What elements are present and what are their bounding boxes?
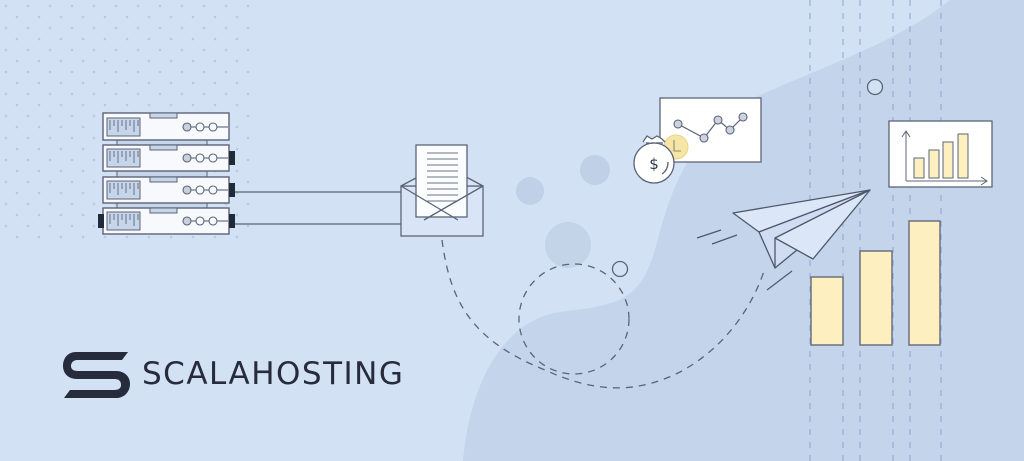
brand-lockup: SCALAHOSTING (62, 348, 404, 400)
network-cables (235, 191, 401, 225)
stylized-s-logo-icon (63, 352, 130, 398)
server-rack-icon (98, 112, 235, 235)
money-bag-icon: $ (633, 135, 675, 184)
decor-circle (580, 155, 610, 185)
brand-name: SCALAHOSTING (142, 356, 405, 392)
dollar-sign: $ (649, 155, 659, 173)
growth-bars-icon (810, 220, 941, 346)
dashed-flight-path (441, 239, 766, 389)
decor-circle (545, 222, 591, 268)
open-envelope-with-letter-icon (400, 144, 484, 237)
decor-circle (516, 177, 544, 205)
paper-plane-icon (696, 189, 871, 291)
decor-ring (866, 78, 884, 96)
line-chart-icon (659, 97, 762, 163)
decor-ring (611, 260, 629, 278)
bar-chart-icon (888, 120, 993, 188)
